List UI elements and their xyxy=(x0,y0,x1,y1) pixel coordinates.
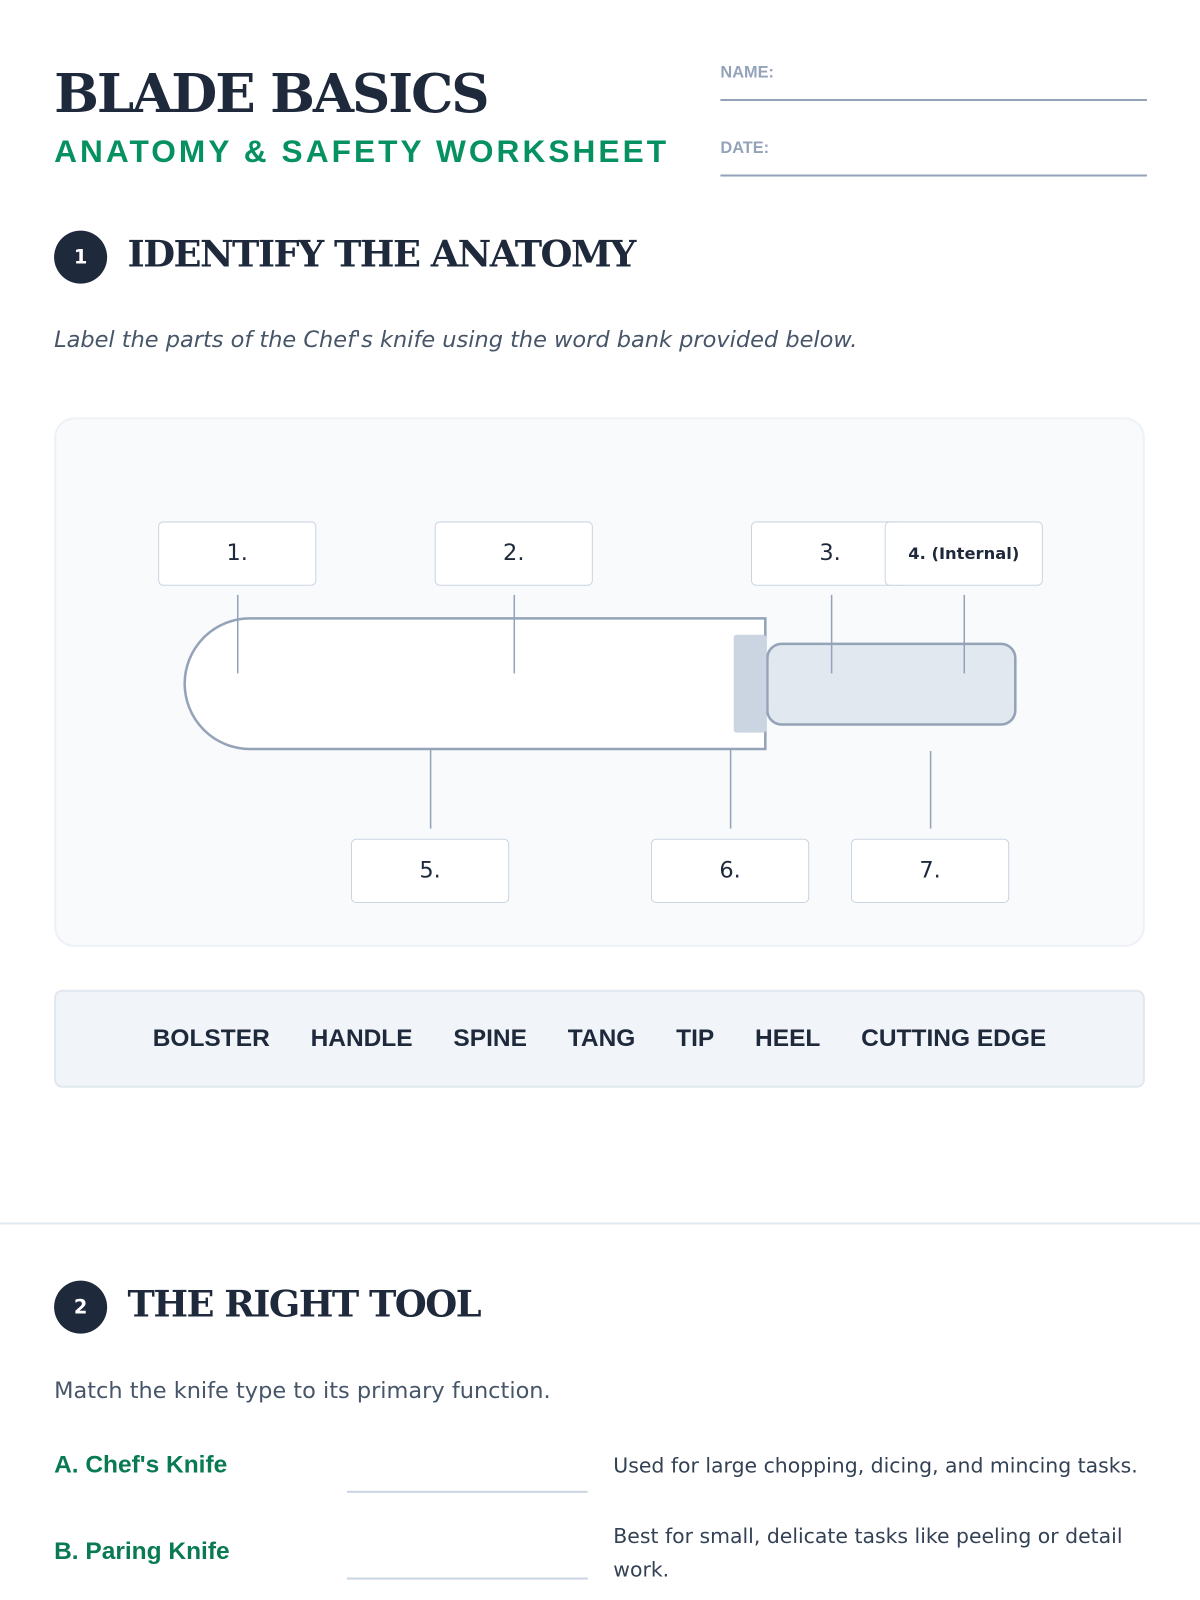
word-bank-item: BOLSTER xyxy=(152,1024,270,1053)
section-instruction: Label the parts of the Chef's knife usin… xyxy=(54,327,858,354)
knife-name-b: B. Paring Knife xyxy=(54,1537,230,1566)
section-number-badge: 1 xyxy=(54,230,108,284)
label-box-7[interactable]: 7. xyxy=(851,838,1010,904)
word-bank-item: TIP xyxy=(676,1024,715,1053)
section-instruction: Match the knife type to its primary func… xyxy=(54,1378,551,1405)
answer-field-b[interactable] xyxy=(346,1577,588,1580)
date-field[interactable] xyxy=(720,174,1147,177)
word-bank-item: HEEL xyxy=(755,1024,821,1053)
date-label: DATE: xyxy=(720,139,770,158)
function-description-b: Best for small, delicate tasks like peel… xyxy=(613,1523,1123,1582)
label-box-5[interactable]: 5. xyxy=(351,838,510,904)
knife-diagram xyxy=(183,594,1017,829)
section-divider xyxy=(0,1222,1200,1225)
word-bank-item: SPINE xyxy=(453,1024,527,1053)
section-heading: THE RIGHT TOOL xyxy=(127,1282,482,1326)
answer-field-a[interactable] xyxy=(346,1490,588,1493)
word-bank-item: HANDLE xyxy=(310,1024,413,1053)
word-bank-item: TANG xyxy=(567,1024,636,1053)
label-box-3[interactable]: 3. xyxy=(751,521,910,586)
word-bank-item: CUTTING EDGE xyxy=(861,1024,1047,1053)
label-box-2[interactable]: 2. xyxy=(434,521,593,586)
knife-bolster xyxy=(733,634,767,733)
worksheet-title: BLADE BASICS xyxy=(54,63,490,126)
worksheet-subtitle: ANATOMY & SAFETY WORKSHEET xyxy=(54,133,670,170)
label-box-1[interactable]: 1. xyxy=(158,521,317,586)
knife-handle xyxy=(766,642,1017,726)
knife-blade xyxy=(183,617,767,751)
label-box-4[interactable]: 4. (Internal) xyxy=(884,521,1043,586)
name-field[interactable] xyxy=(720,98,1147,102)
label-box-6[interactable]: 6. xyxy=(651,838,810,904)
name-label: NAME: xyxy=(720,64,774,82)
word-bank: BOLSTER HANDLE SPINE TANG TIP HEEL CUTTI… xyxy=(54,989,1145,1088)
function-description-a: Used for large chopping, dicing, and min… xyxy=(613,1453,1138,1478)
section-number-badge: 2 xyxy=(54,1280,108,1334)
section-heading: IDENTIFY THE ANATOMY xyxy=(127,232,637,276)
knife-name-a: A. Chef's Knife xyxy=(54,1451,228,1479)
